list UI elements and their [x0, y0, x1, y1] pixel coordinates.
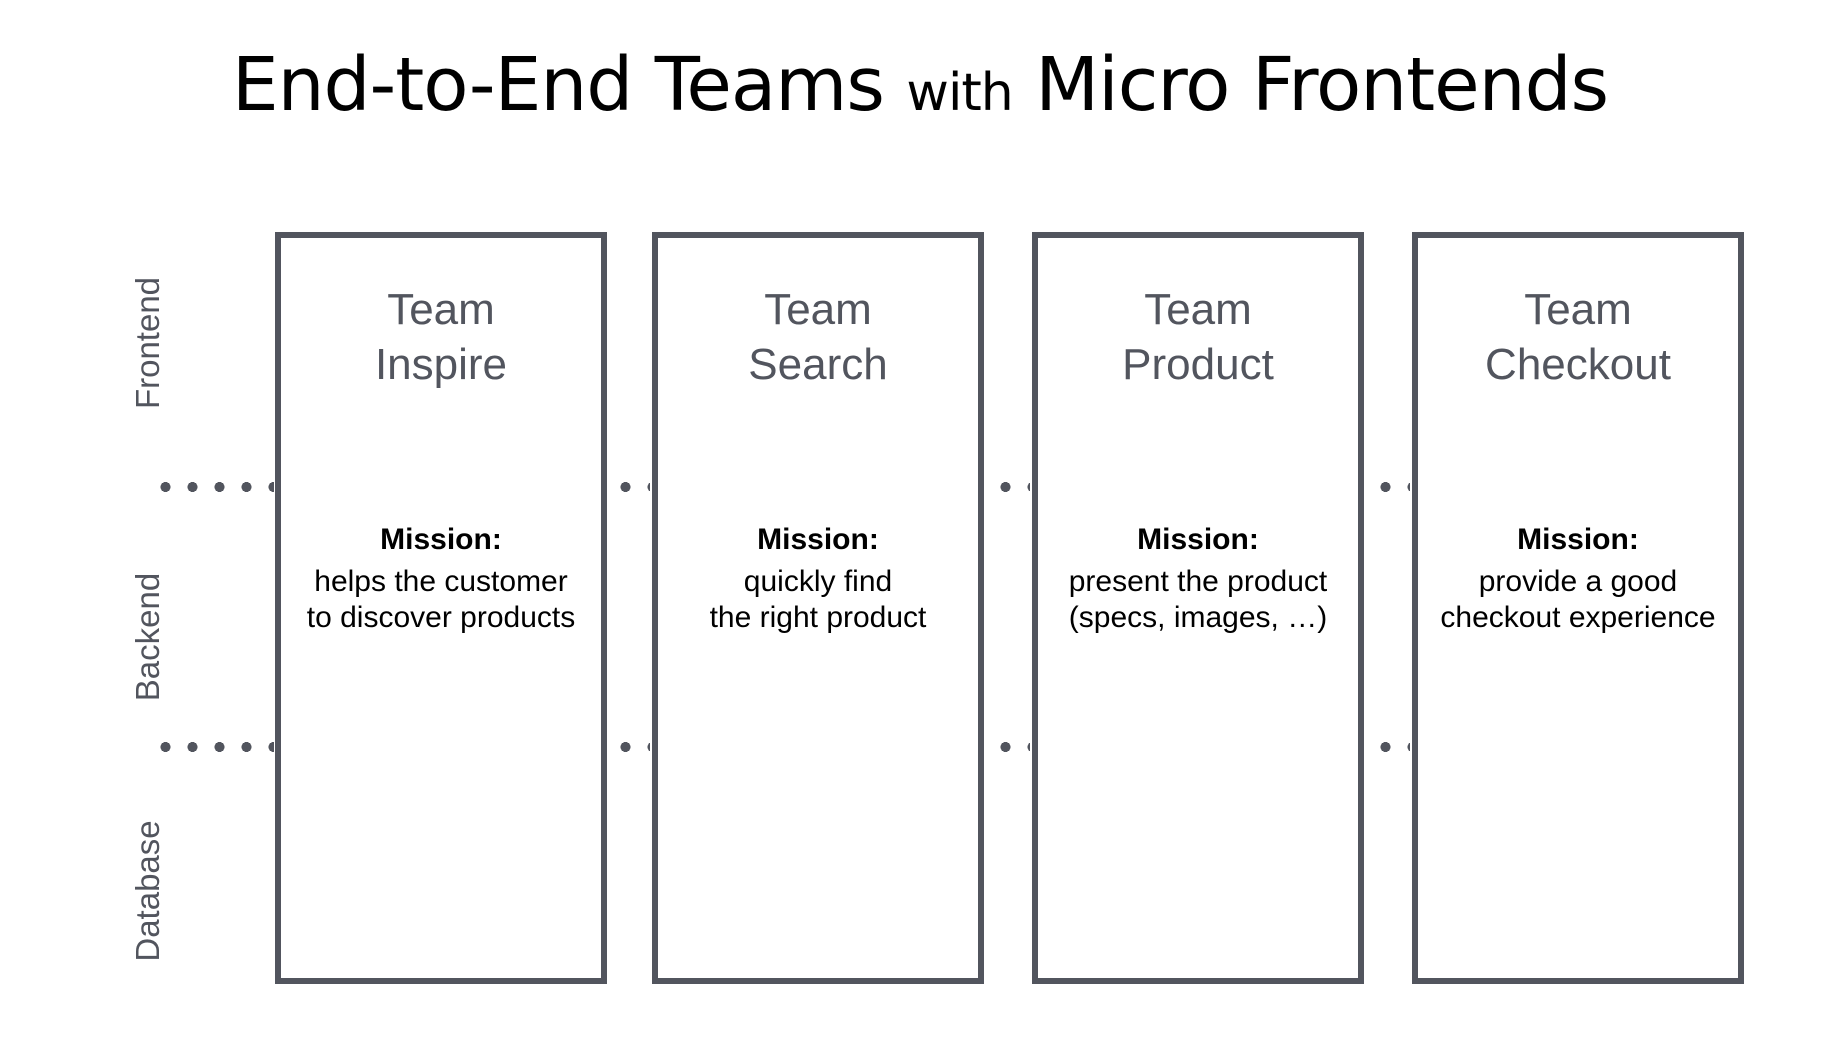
separator2-dots-gap-2 — [992, 742, 1030, 752]
team-card-product-mission-line2: (specs, images, …) — [1068, 601, 1328, 634]
team-card-checkout-mission: Mission: provide a good checkout experie… — [1410, 522, 1746, 636]
team-card-product-mission: Mission: present the product (specs, ima… — [1030, 522, 1366, 636]
layer-label-backend-text: Backend — [129, 572, 166, 702]
page-title: End-to-End Teams with Micro Frontends — [0, 48, 1840, 122]
separator-dots-margin-left — [152, 482, 274, 492]
team-card-search-mission-line1: quickly find — [743, 565, 893, 598]
title-part-3: Micro Frontends — [1035, 42, 1609, 128]
team-card-checkout-title-line2: Checkout — [1485, 340, 1671, 390]
team-card-product-title: Team Product — [1038, 282, 1358, 393]
team-card-checkout-title: Team Checkout — [1418, 282, 1738, 393]
team-card-search-mission-line2: the right product — [709, 601, 927, 634]
separator-dots-gap-3 — [1372, 482, 1410, 492]
layer-label-frontend-text: Frontend — [129, 276, 166, 410]
separator2-dots-gap-1 — [612, 742, 650, 752]
team-card-product-title-line1: Team — [1144, 285, 1252, 334]
layer-label-database: Database — [129, 781, 167, 1001]
separator2-dots-gap-3 — [1372, 742, 1410, 752]
team-card-inspire-title-line2: Inspire — [374, 340, 508, 390]
team-card-product-mission-heading: Mission: — [1137, 523, 1259, 556]
title-part-1: End-to-End Teams — [231, 42, 885, 128]
team-card-product[interactable]: Team Product Mission: present the produc… — [1032, 232, 1364, 984]
team-card-checkout[interactable]: Team Checkout Mission: provide a good ch… — [1412, 232, 1744, 984]
separator-frontend-backend — [0, 482, 1840, 492]
team-card-checkout-mission-line1: provide a good — [1478, 565, 1678, 598]
team-card-inspire-title-line1: Team — [387, 285, 495, 334]
team-card-search-title-line1: Team — [764, 285, 872, 334]
separator2-dots-margin-left — [152, 742, 274, 752]
team-card-search-title: Team Search — [658, 282, 978, 393]
separator-backend-database — [0, 742, 1840, 752]
title-part-2: with — [906, 63, 1013, 123]
team-card-search-mission-heading: Mission: — [757, 523, 879, 556]
team-card-inspire[interactable]: Team Inspire Mission: helps the customer… — [275, 232, 607, 984]
team-card-search[interactable]: Team Search Mission: quickly find the ri… — [652, 232, 984, 984]
team-card-product-mission-line1: present the product — [1068, 565, 1328, 598]
team-card-inspire-mission: Mission: helps the customer to discover … — [273, 522, 609, 636]
layer-label-database-text: Database — [129, 820, 166, 962]
team-card-checkout-mission-line2: checkout experience — [1440, 601, 1716, 634]
team-card-inspire-mission-line2: to discover products — [306, 601, 576, 634]
team-card-search-title-line2: Search — [748, 340, 888, 390]
layer-label-frontend: Frontend — [129, 233, 167, 453]
team-card-checkout-title-line1: Team — [1524, 285, 1632, 334]
separator-dots-gap-2 — [992, 482, 1030, 492]
layer-label-backend: Backend — [129, 527, 167, 747]
separator-dots-gap-1 — [612, 482, 650, 492]
team-card-inspire-title: Team Inspire — [281, 282, 601, 393]
team-card-inspire-mission-heading: Mission: — [380, 523, 502, 556]
team-card-product-title-line2: Product — [1122, 340, 1274, 390]
team-card-checkout-mission-heading: Mission: — [1517, 523, 1639, 556]
team-card-search-mission: Mission: quickly find the right product — [650, 522, 986, 636]
team-card-inspire-mission-line1: helps the customer — [314, 565, 568, 598]
